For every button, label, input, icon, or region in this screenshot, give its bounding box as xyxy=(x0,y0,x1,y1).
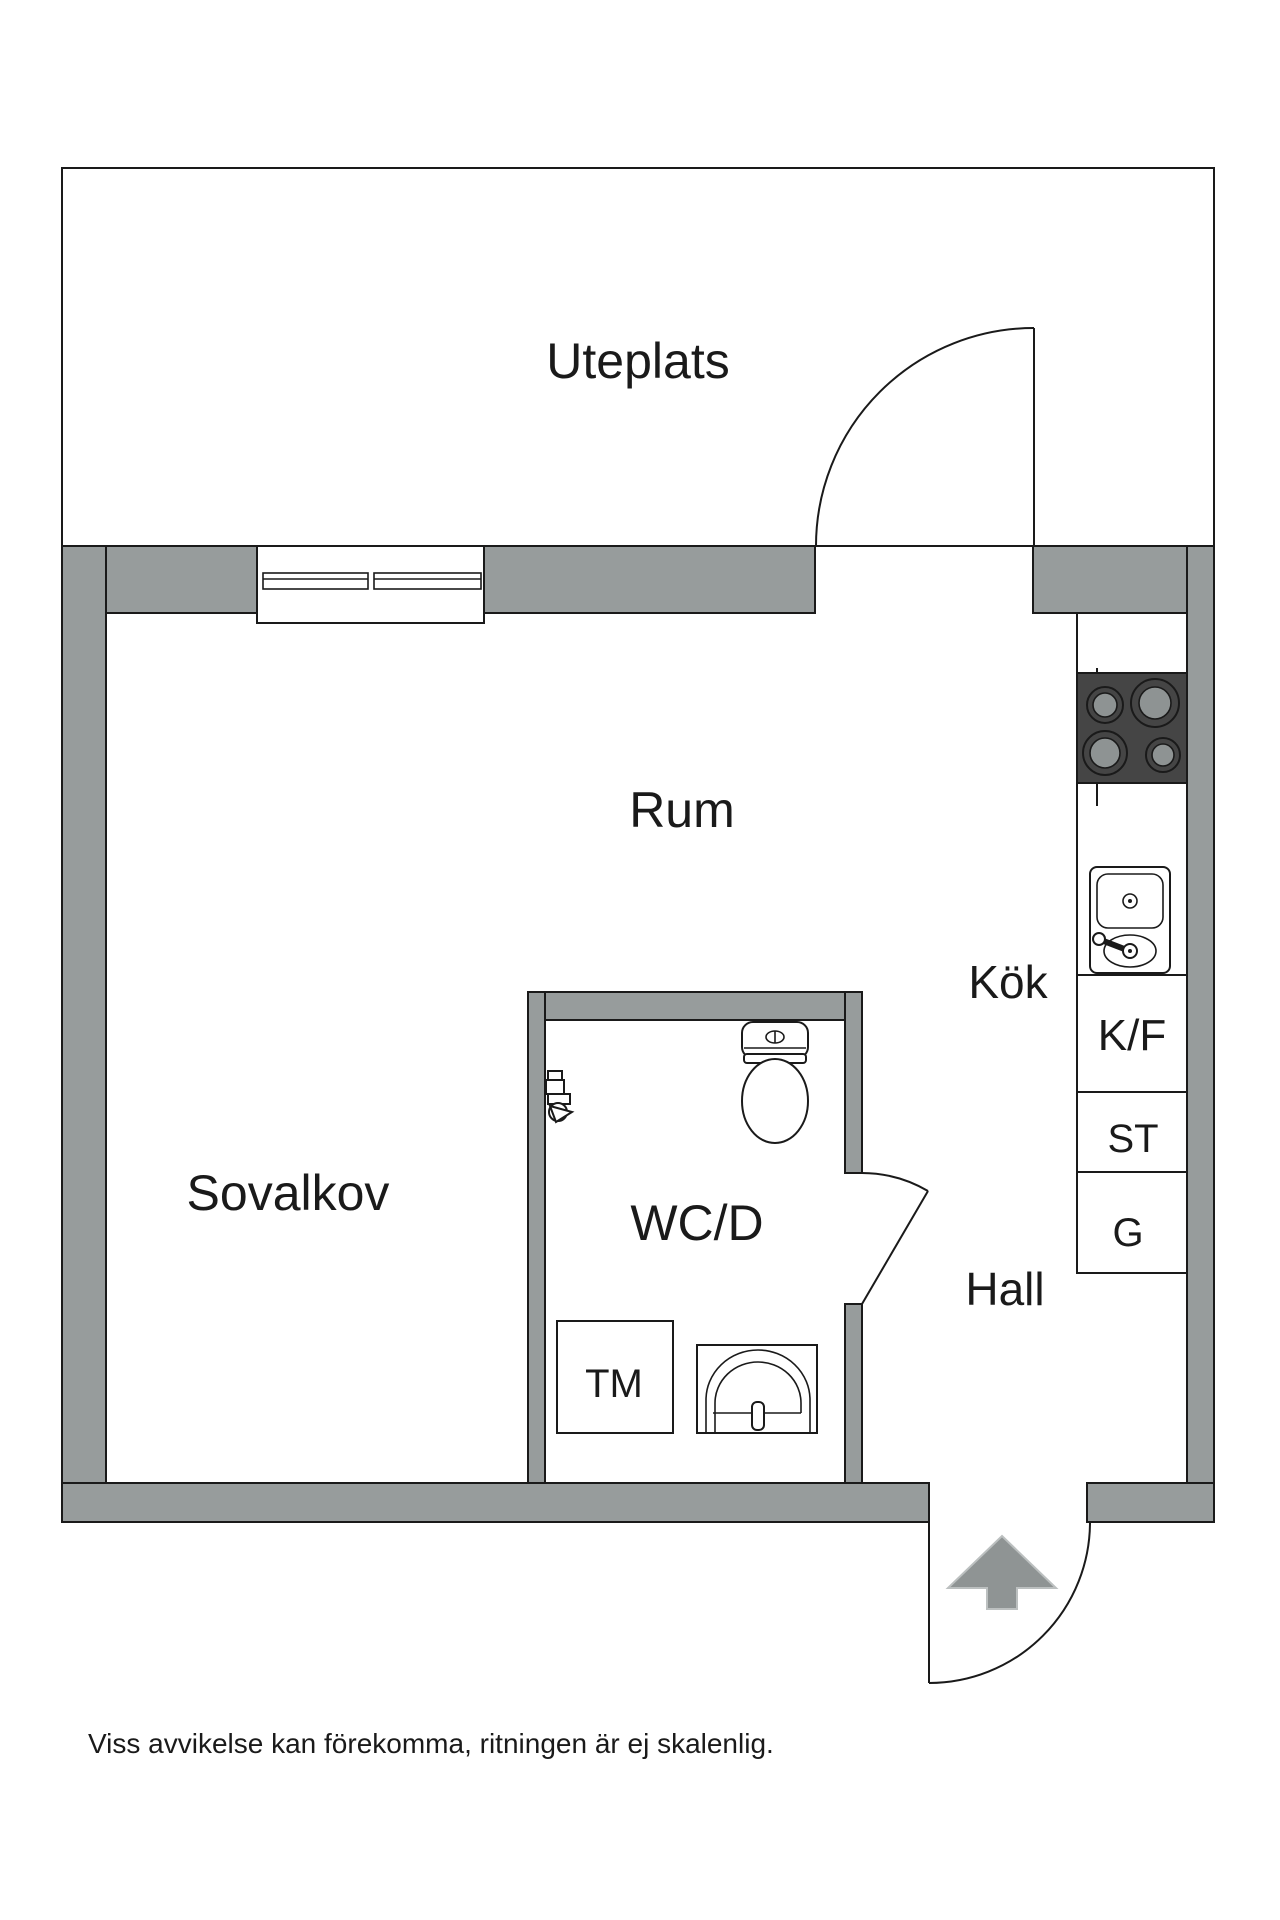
kitchen-sink-icon xyxy=(1089,866,1171,974)
window-icon xyxy=(256,545,485,624)
label-kf: K/F xyxy=(1098,1011,1166,1060)
label-sovalkov: Sovalkov xyxy=(187,1165,390,1221)
label-kok: Kök xyxy=(968,956,1048,1008)
kitchen-counter xyxy=(1076,612,1188,1274)
washbasin-icon xyxy=(696,1344,818,1434)
label-g: G xyxy=(1112,1211,1143,1255)
label-tm: TM xyxy=(585,1362,643,1406)
patio-door-swing-icon xyxy=(815,327,1035,547)
wc-door-swing-icon xyxy=(861,1172,929,1305)
label-rum: Rum xyxy=(629,782,735,838)
toilet-icon xyxy=(741,1021,809,1144)
wc-room-walls xyxy=(527,991,863,1484)
disclaimer-caption: Viss avvikelse kan förekomma, ritningen … xyxy=(88,1728,774,1759)
entry-door-swing-icon xyxy=(928,1521,1091,1684)
washing-machine xyxy=(556,1320,674,1434)
label-hall: Hall xyxy=(965,1263,1044,1315)
stove-burners-icon xyxy=(1076,672,1188,784)
label-st: ST xyxy=(1107,1117,1158,1161)
shower-mixer-icon xyxy=(545,1070,575,1124)
label-uteplats: Uteplats xyxy=(546,333,729,389)
entry-arrow-icon xyxy=(945,1534,1059,1610)
label-wcd: WC/D xyxy=(630,1195,763,1251)
